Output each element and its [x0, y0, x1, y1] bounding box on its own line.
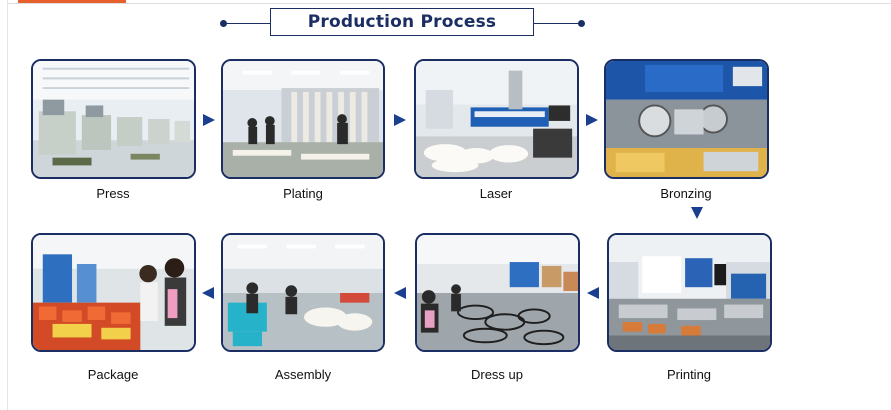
bronzing-photo: [604, 59, 769, 179]
plating-photo: [221, 59, 385, 179]
section-title: Production Process: [307, 12, 497, 32]
assembly-label: Assembly: [274, 367, 332, 382]
arrow-right-icon: [394, 114, 406, 126]
top-divider: [8, 3, 891, 4]
laser-label: Laser: [479, 186, 513, 201]
assembly-photo: [221, 233, 385, 352]
dress-up-label: Dress up: [470, 367, 524, 382]
section-title-box: Production Process: [270, 8, 534, 36]
bronzing-label: Bronzing: [660, 186, 712, 201]
top-accent-bar: [18, 0, 126, 3]
arrow-right-icon: [203, 114, 215, 126]
arrow-left-icon: [587, 287, 599, 299]
press-photo: [31, 59, 196, 179]
page-left-border: [7, 0, 8, 410]
dress-up-photo: [415, 233, 580, 352]
title-left-line: [225, 23, 270, 24]
arrow-right-icon: [586, 114, 598, 126]
title-left-dot: [220, 20, 227, 27]
title-right-dot: [578, 20, 585, 27]
plating-label: Plating: [283, 186, 323, 201]
printing-photo: [607, 233, 772, 352]
arrow-left-icon: [202, 287, 214, 299]
arrow-down-icon: [691, 207, 703, 219]
package-photo: [31, 233, 196, 352]
press-label: Press: [96, 186, 130, 201]
laser-photo: [414, 59, 579, 179]
title-right-line: [534, 23, 581, 24]
package-label: Package: [87, 367, 139, 382]
printing-label: Printing: [666, 367, 712, 382]
arrow-left-icon: [394, 287, 406, 299]
